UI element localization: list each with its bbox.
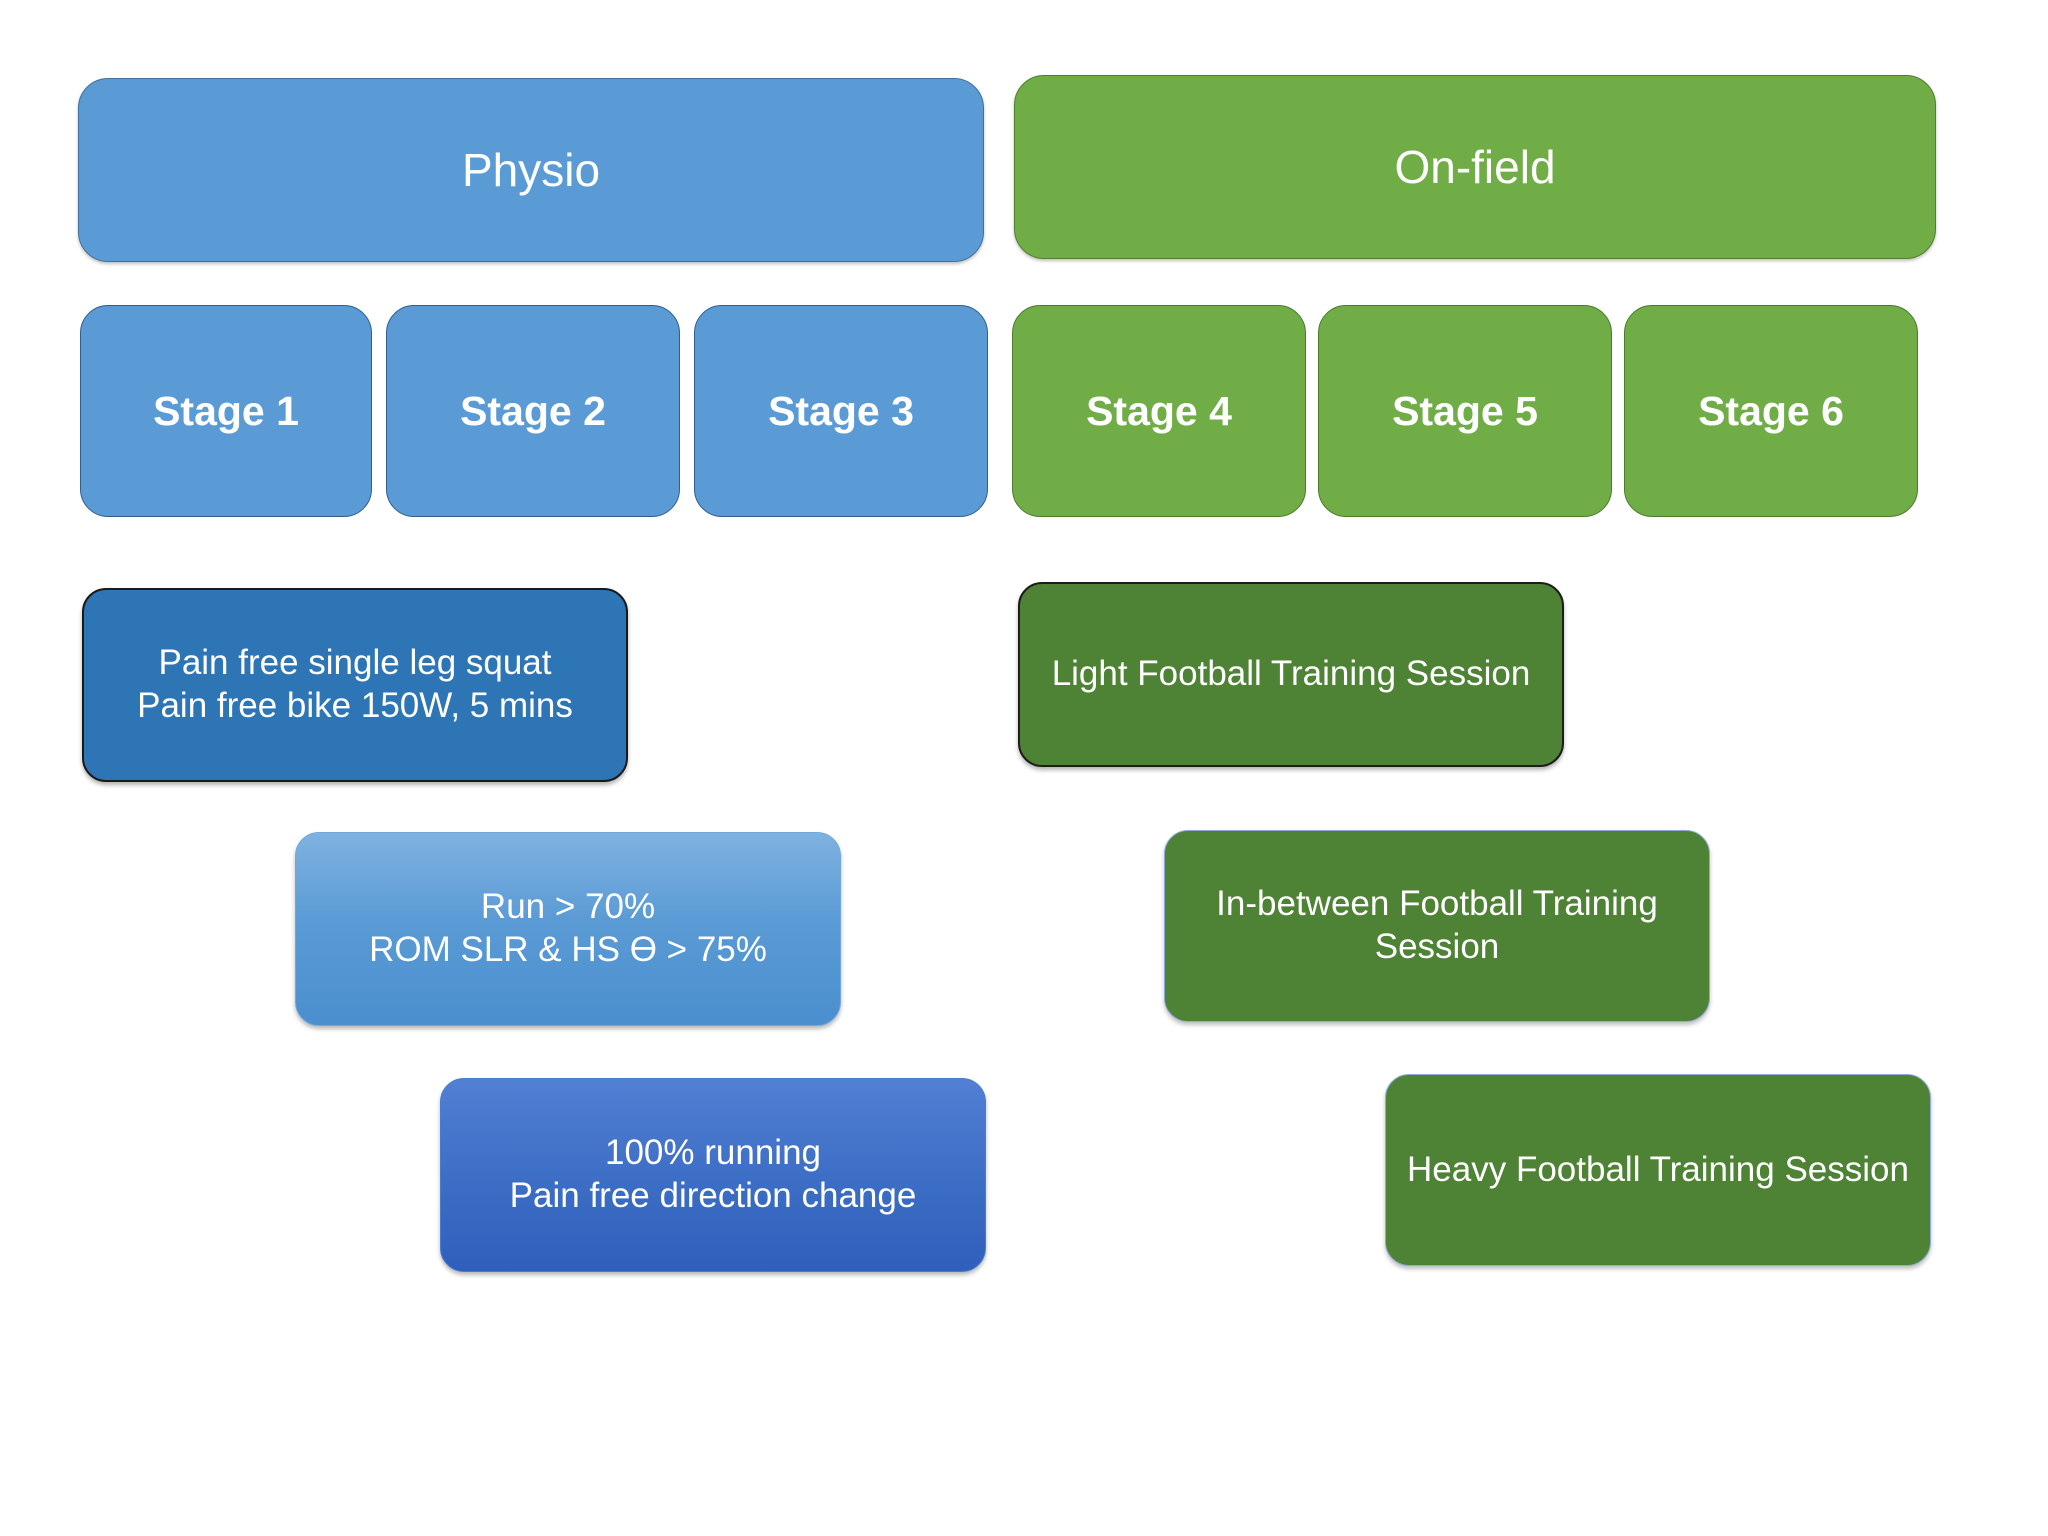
stage-chip-label: Stage 3 <box>768 387 914 434</box>
stage-chip-label: Stage 2 <box>460 387 606 434</box>
stage-chip-stage-2[interactable]: Stage 2 <box>386 305 680 517</box>
criteria-box-text: 100% running Pain free direction change <box>509 1133 917 1215</box>
criteria-box-stage-6[interactable]: Heavy Football Training Session <box>1385 1074 1931 1266</box>
criteria-box-text: In-between Football Training Session <box>1216 884 1658 966</box>
stage-chip-stage-3[interactable]: Stage 3 <box>694 305 988 517</box>
stage-chip-stage-1[interactable]: Stage 1 <box>80 305 372 517</box>
criteria-box-stage-3[interactable]: 100% running Pain free direction change <box>440 1078 986 1272</box>
criteria-box-text: Run > 70% ROM SLR & HS Ө > 75% <box>369 887 767 969</box>
stage-chip-stage-6[interactable]: Stage 6 <box>1624 305 1918 517</box>
column-header-physio[interactable]: Physio <box>78 78 984 262</box>
column-header-onfield-label: On-field <box>1394 140 1556 193</box>
stage-chip-label: Stage 1 <box>153 387 299 434</box>
stage-chip-label: Stage 4 <box>1086 387 1232 434</box>
criteria-box-stage-1[interactable]: Pain free single leg squat Pain free bik… <box>82 588 628 782</box>
stage-chip-label: Stage 5 <box>1392 387 1538 434</box>
criteria-box-stage-4[interactable]: Light Football Training Session <box>1018 582 1564 767</box>
criteria-box-text: Pain free single leg squat Pain free bik… <box>137 643 573 725</box>
stage-chip-stage-5[interactable]: Stage 5 <box>1318 305 1612 517</box>
criteria-box-stage-5[interactable]: In-between Football Training Session <box>1164 830 1710 1022</box>
stage-chip-stage-4[interactable]: Stage 4 <box>1012 305 1306 517</box>
criteria-box-text: Heavy Football Training Session <box>1407 1149 1909 1189</box>
criteria-box-text: Light Football Training Session <box>1051 654 1531 694</box>
stage-chip-label: Stage 6 <box>1698 387 1844 434</box>
criteria-box-stage-2[interactable]: Run > 70% ROM SLR & HS Ө > 75% <box>295 832 841 1026</box>
column-header-onfield[interactable]: On-field <box>1014 75 1936 259</box>
column-header-physio-label: Physio <box>461 143 601 196</box>
